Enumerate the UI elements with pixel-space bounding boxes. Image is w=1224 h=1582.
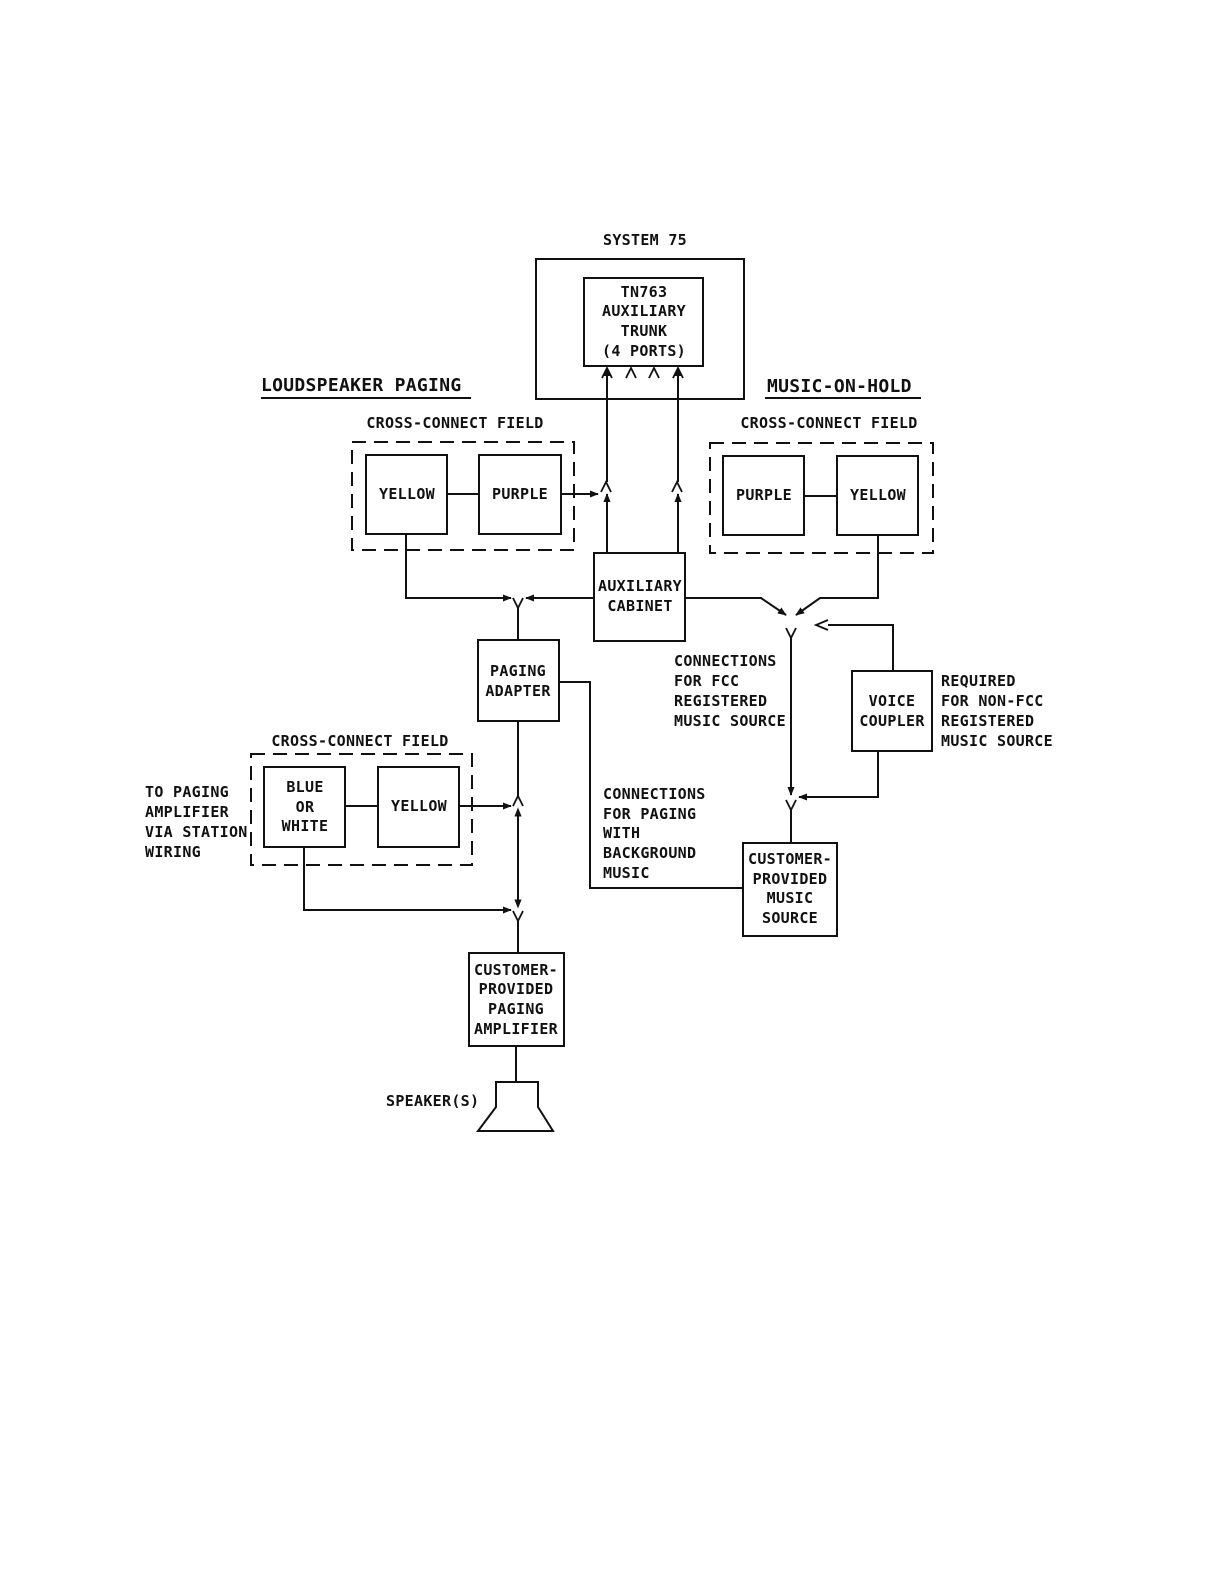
- music-source-box: [742, 842, 838, 937]
- system-75-frame: [535, 258, 745, 400]
- trunk-port-3: [648, 365, 660, 379]
- note-station-line-3: VIA STATION: [145, 823, 248, 841]
- trunk-connector-left: [600, 479, 612, 493]
- music-source-line-2: PROVIDED: [753, 870, 828, 888]
- trunk-connector-right: [671, 479, 683, 493]
- yellow-label-bottom: YELLOW: [391, 797, 448, 815]
- voice-coupler-line-1: VOICE: [869, 692, 916, 710]
- note-station-line-2: AMPLIFIER: [145, 803, 230, 821]
- voice-coupler-input-connector: [813, 619, 829, 631]
- note-paging-bg-line-2: FOR PAGING: [603, 805, 696, 823]
- paging-adapter-line-1: PAGING: [490, 662, 546, 680]
- paging-adapter-line-2: ADAPTER: [485, 682, 551, 700]
- note-paging-bg-line-4: BACKGROUND: [603, 844, 696, 862]
- note-station-line-4: WIRING: [145, 843, 201, 861]
- heading-music-on-hold: MUSIC-ON-HOLD: [767, 376, 912, 397]
- voice-coupler-line-2: COUPLER: [859, 712, 925, 730]
- amplifier-connector: [512, 910, 524, 924]
- system-title: SYSTEM 75: [603, 231, 687, 249]
- yellow-right-to-moh-wire: [795, 535, 879, 616]
- paging-adapter-box: [477, 639, 560, 722]
- note-nonfcc-line-3: REGISTERED: [941, 712, 1034, 730]
- note-paging-bg-line-3: WITH: [603, 824, 640, 842]
- cross-connect-label-right: CROSS-CONNECT FIELD: [740, 414, 917, 432]
- note-paging-bg-line-5: MUSIC: [603, 864, 650, 882]
- purple-label-right: PURPLE: [736, 486, 792, 504]
- trunk-line-3: TRUNK: [621, 322, 668, 340]
- paging-amp-line-2: PROVIDED: [479, 980, 554, 998]
- music-source-line-1: CUSTOMER-: [748, 850, 832, 868]
- cross-connect-label-left: CROSS-CONNECT FIELD: [366, 414, 543, 432]
- note-fcc-line-1: CONNECTIONS: [674, 652, 777, 670]
- note-nonfcc-line-4: MUSIC SOURCE: [941, 732, 1053, 750]
- speaker-label: SPEAKER(S): [386, 1092, 479, 1110]
- speaker-icon: [476, 1081, 555, 1132]
- yellow-left-to-paging-connector: [405, 534, 512, 602]
- note-station-line-1: TO PAGING: [145, 783, 229, 801]
- music-source-connector: [785, 799, 797, 813]
- paging-adapter-connector: [512, 597, 524, 611]
- music-source-line-4: SOURCE: [762, 909, 818, 927]
- paging-amp-line-1: CUSTOMER-: [474, 961, 558, 979]
- trunk-line-1: TN763: [621, 283, 668, 301]
- note-nonfcc-line-1: REQUIRED: [941, 672, 1016, 690]
- music-source-line-3: MUSIC: [767, 889, 814, 907]
- yellow-label-right: YELLOW: [850, 486, 907, 504]
- purple-label-left: PURPLE: [492, 485, 548, 503]
- paging-output-connector: [512, 793, 524, 807]
- aux-cabinet-line-2: CABINET: [607, 597, 672, 615]
- note-fcc-line-4: MUSIC SOURCE: [674, 712, 786, 730]
- voice-coupler-box: [851, 670, 933, 752]
- blue-white-line-1: BLUE: [286, 778, 323, 796]
- trunk-line-4: (4 PORTS): [602, 342, 686, 360]
- heading-loudspeaker-paging: LOUDSPEAKER PAGING: [261, 375, 461, 396]
- trunk-box: [583, 277, 704, 367]
- note-fcc-line-2: FOR FCC: [674, 672, 739, 690]
- note-fcc-line-3: REGISTERED: [674, 692, 767, 710]
- blue-white-to-amp-wire: [303, 847, 512, 914]
- trunk-port-2: [625, 365, 637, 379]
- cross-connect-label-bottom: CROSS-CONNECT FIELD: [271, 732, 448, 750]
- background-music-wire: [559, 681, 743, 889]
- yellow-label-left: YELLOW: [379, 485, 436, 503]
- aux-cabinet-line-1: AUXILIARY: [598, 577, 682, 595]
- note-nonfcc-line-2: FOR NON-FCC: [941, 692, 1044, 710]
- aux-to-moh-wire: [685, 597, 787, 616]
- moh-connector-top: [785, 627, 797, 641]
- cross-connect-field-bottom: [250, 753, 473, 866]
- blue-white-line-2: OR: [296, 798, 315, 816]
- trunk-line-2: AUXILIARY: [602, 302, 686, 320]
- cross-connect-field-left: [351, 441, 575, 551]
- note-paging-bg-line-1: CONNECTIONS: [603, 785, 706, 803]
- voice-coupler-to-music-wire: [798, 751, 879, 801]
- cross-connect-field-right: [709, 442, 934, 554]
- paging-amp-line-3: PAGING: [488, 1000, 544, 1018]
- blue-white-line-3: WHITE: [282, 817, 329, 835]
- paging-amp-line-4: AMPLIFIER: [474, 1020, 559, 1038]
- voice-coupler-input-wire: [828, 624, 894, 671]
